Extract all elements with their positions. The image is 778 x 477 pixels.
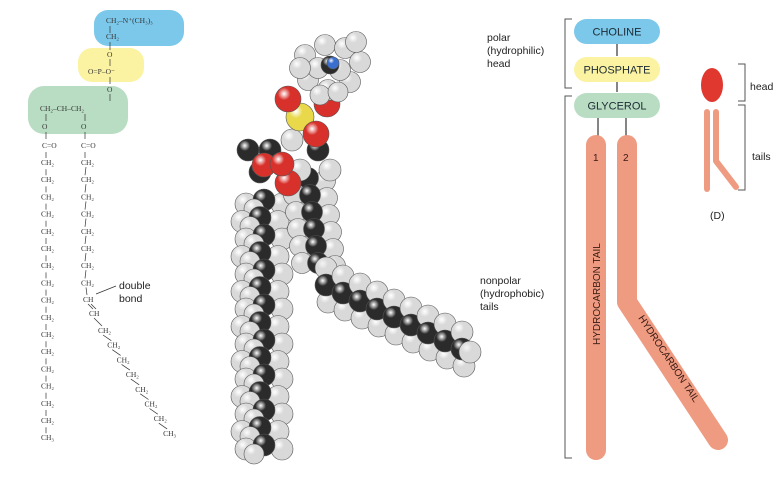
tail-2-number: 2 xyxy=(623,153,629,164)
chain-carbon: CH₂ xyxy=(41,330,54,339)
chain-carbon: CH₂ xyxy=(81,192,94,201)
chain-carbon: CH₂ xyxy=(145,400,158,409)
hydrogen-atom xyxy=(309,84,331,106)
nonpolar-label-line3: tails xyxy=(480,301,499,313)
head-formula: CH₂–N⁺(CH₃)₃ xyxy=(106,16,153,25)
icon-head-label: head xyxy=(750,81,774,93)
chain-carbon: CH₂ xyxy=(41,244,54,253)
chain-carbon: CH₃ xyxy=(163,429,176,438)
hydrogen-atom xyxy=(345,31,367,53)
chain-carbon: CH₃ xyxy=(41,433,54,442)
nitrogen-atom xyxy=(326,56,340,70)
glycerol-formula: CH₂–CH–CH₂ xyxy=(40,104,84,113)
chain-carbon: CH₂ xyxy=(41,175,54,184)
chain-carbon: CH₂ xyxy=(81,278,94,287)
schematic-panel: polar (hydrophilic) head nonpolar (hydro… xyxy=(480,18,728,460)
chain-carbon: CH₂ xyxy=(41,210,54,219)
glycerol-label: GLYCEROL xyxy=(587,101,646,113)
icon-tails-label: tails xyxy=(752,151,771,163)
polar-label-line2: (hydrophilic) xyxy=(487,45,544,57)
hydrocarbon-tail-2 xyxy=(617,135,728,450)
chain-carbon: CH₂ xyxy=(107,341,120,350)
chain-carbon: CH₂ xyxy=(126,370,139,379)
chain-carbon: CH₂ xyxy=(41,227,54,236)
carbonyl-1: C=O xyxy=(42,141,57,150)
chain-carbon: CH₂ xyxy=(41,278,54,287)
chain-carbon: CH₂ xyxy=(41,313,54,322)
chain-carbon: CH₂ xyxy=(41,382,54,391)
nonpolar-label-line2: (hydrophobic) xyxy=(480,288,544,300)
phosphate-top-oxygen: O xyxy=(107,50,113,59)
chain-carbon: CH₂ xyxy=(81,175,94,184)
choline-highlight xyxy=(94,10,184,46)
saturated-chain: CH₂ CH₂ CH₂ CH₂ CH₂ CH₂ CH₂ CH₂ CH₂ CH₂ CH₂ CH₂ CH₂ C… xyxy=(41,152,54,442)
tail-2-text: HYDROCARBON TAIL xyxy=(635,314,701,405)
choline-pill xyxy=(574,19,660,44)
chain-carbon: CH₂ xyxy=(81,210,94,219)
icon-head xyxy=(701,68,723,102)
hydrogen-atom xyxy=(280,128,304,152)
carbon-atom xyxy=(236,138,260,162)
chain-carbon: CH₂ xyxy=(135,385,148,394)
head-ch2: CH₂ xyxy=(106,32,119,41)
chain-carbon: CH₂ xyxy=(98,326,111,335)
phosphate-bottom-oxygen: O xyxy=(107,85,113,94)
hydrogen-atom xyxy=(243,443,265,465)
icon-head-bracket xyxy=(738,63,746,102)
nonpolar-label-line1: nonpolar xyxy=(480,275,521,287)
lipid-icon-panel: head tails (D) xyxy=(701,63,774,222)
phosphate-highlight xyxy=(78,48,144,82)
chain-carbon: CH₂ xyxy=(81,227,94,236)
phosphate-pill xyxy=(574,57,660,82)
tail-1-number: 1 xyxy=(593,153,599,164)
icon-tail-right xyxy=(713,109,739,190)
tail-1-text: HYDROCARBON TAIL xyxy=(592,243,603,345)
icon-tails-bracket xyxy=(738,104,746,191)
hydrogen-atom xyxy=(289,57,311,79)
polar-label-line1: polar xyxy=(487,32,511,44)
hydrogen-atom xyxy=(318,158,342,182)
hydrogen-atom xyxy=(314,34,336,56)
chain-carbon: CH xyxy=(89,309,100,318)
glycerol-pill xyxy=(574,93,660,118)
chain-carbon: CH xyxy=(83,295,94,304)
chain-carbon: CH₂ xyxy=(41,296,54,305)
oxygen-atom xyxy=(302,120,330,148)
chain-carbon: CH₂ xyxy=(81,261,94,270)
phosphate-label: PHOSPHATE xyxy=(583,65,650,77)
head-bracket xyxy=(564,18,572,89)
oxygen-atom xyxy=(269,151,295,177)
chain-carbon: CH₂ xyxy=(41,399,54,408)
chain-carbon: CH₂ xyxy=(41,416,54,425)
hydrogen-atom xyxy=(327,81,349,103)
ester-oxygen-1: O xyxy=(42,122,48,131)
chain-carbon: CH₂ xyxy=(41,261,54,270)
chain-carbon: CH₂ xyxy=(117,355,130,364)
glycerol-highlight xyxy=(28,86,128,134)
chain-carbon: CH₂ xyxy=(81,158,94,167)
hydrogen-atom xyxy=(349,51,371,73)
chain-carbon: CH₂ xyxy=(154,414,167,423)
phosphate-formula: O=P–O⁻ xyxy=(88,67,115,76)
double-bond-label-line2: bond xyxy=(119,293,143,305)
ester-oxygen-2: O xyxy=(81,122,87,131)
double-bond-label-line1: double xyxy=(119,280,151,292)
chain-carbon: CH₂ xyxy=(41,347,54,356)
carbonyl-2: C=O xyxy=(81,141,96,150)
chain-carbon: CH₂ xyxy=(41,158,54,167)
choline-label: CHOLINE xyxy=(593,27,642,39)
polar-label-line3: head xyxy=(487,58,511,70)
space-filling-model xyxy=(230,31,482,465)
unsaturated-chain: CH₂ CH₂ CH₂ CH₂ CH₂ CH₂ CH₂ CH₂ CH CH CH₂ CH₂ CH₂ CH₂… xyxy=(81,152,177,438)
chain-carbon: CH₂ xyxy=(81,244,94,253)
chain-carbon: CH₂ xyxy=(41,364,54,373)
hydrogen-atom xyxy=(458,340,482,364)
structural-formula-panel: CH₂–N⁺(CH₃)₃ CH₂ O O=P–O⁻ O CH₂–CH–CH₂ O… xyxy=(28,10,184,442)
oxygen-atom xyxy=(274,85,302,113)
panel-d-label: (D) xyxy=(710,210,725,222)
tails-bracket xyxy=(564,95,572,459)
chain-carbon: CH₂ xyxy=(41,192,54,201)
